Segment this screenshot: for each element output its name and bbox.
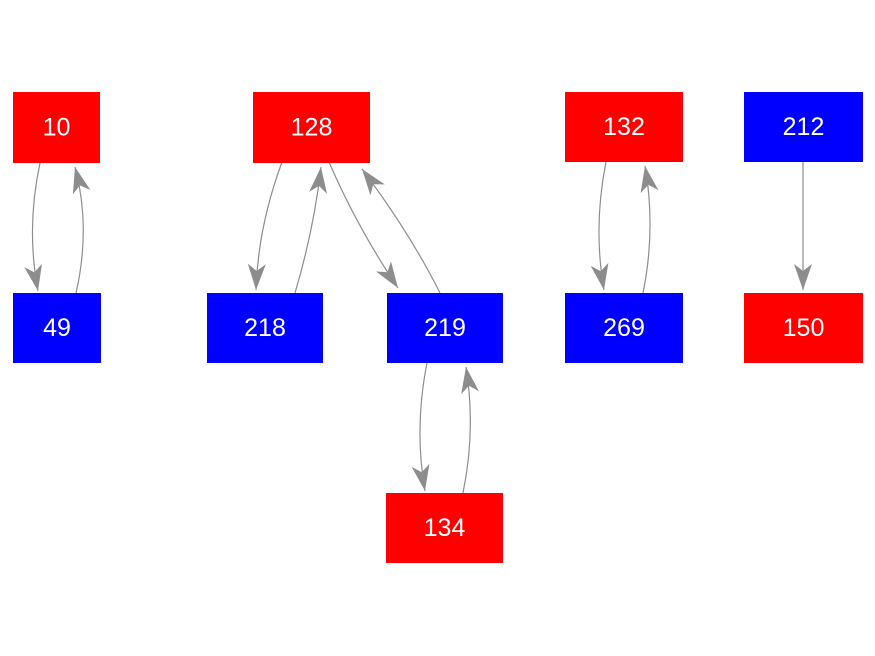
arrowhead-219-to-134	[411, 463, 430, 491]
graph-node-134	[386, 493, 503, 563]
graph-node-49	[13, 293, 101, 363]
graph-node-218	[207, 293, 323, 363]
node-label-10: 10	[43, 114, 71, 142]
graph-node-128	[253, 92, 370, 163]
nodes-layer: 10 49 128 218 219 134 132 269 212 150	[13, 92, 863, 563]
node-label-132: 132	[603, 113, 645, 141]
arrowhead-218-to-128	[309, 167, 328, 194]
arrowhead-10-to-49	[24, 263, 42, 291]
node-label-128: 128	[291, 114, 333, 142]
arrowhead-219-to-128	[362, 169, 385, 196]
graph-node-219	[387, 293, 503, 363]
node-label-219: 219	[424, 314, 466, 342]
edges-layer	[24, 161, 812, 494]
arrowhead-49-to-10	[72, 167, 91, 195]
arrowhead-128-to-218	[247, 263, 266, 290]
graph-node-269	[565, 293, 683, 363]
node-label-218: 218	[244, 314, 286, 342]
graph-node-10	[13, 92, 100, 163]
graph-node-150	[744, 293, 863, 363]
edge-219-to-128	[361, 168, 441, 294]
edge-128-to-219	[328, 161, 399, 289]
arrowhead-128-to-219	[376, 261, 398, 288]
graph-node-212	[744, 92, 863, 162]
arrowhead-132-to-269	[590, 262, 609, 290]
node-label-49: 49	[43, 314, 71, 342]
node-label-150: 150	[783, 314, 825, 342]
arrowhead-212-to-150	[794, 264, 812, 290]
node-label-134: 134	[424, 514, 466, 542]
node-label-269: 269	[603, 314, 645, 342]
arrowhead-269-to-132	[640, 166, 659, 194]
graph-node-132	[565, 92, 683, 162]
arrowhead-134-to-219	[461, 367, 479, 395]
node-label-212: 212	[783, 113, 825, 141]
